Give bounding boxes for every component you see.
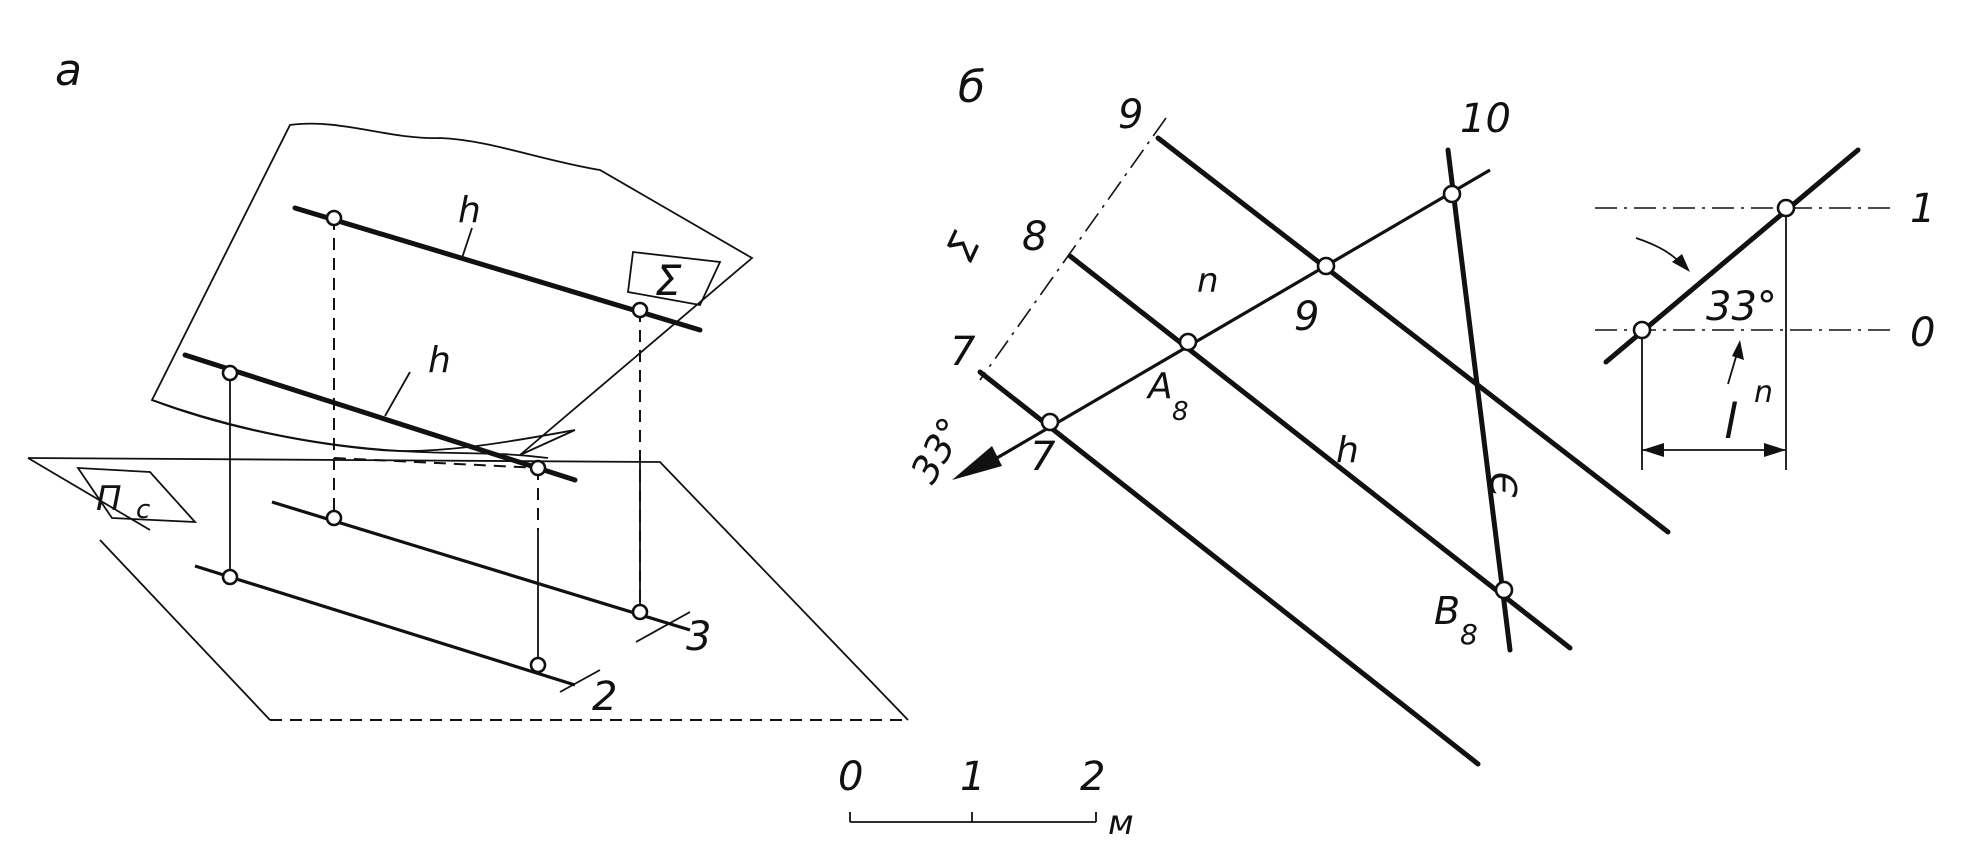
projected-line-2 <box>194 564 576 687</box>
angle-arc-arrow <box>1672 254 1690 272</box>
level-10-label: 10 <box>1460 96 1511 142</box>
point-10 <box>1442 184 1462 204</box>
point-a8 <box>1178 332 1198 352</box>
projected-line-3 <box>271 500 691 632</box>
point-a5 <box>325 509 343 527</box>
panel-b-label: б <box>958 62 985 113</box>
l-n-label: n <box>1754 375 1773 410</box>
point-a3 <box>221 364 239 382</box>
level-8-label: 8 <box>1022 214 1047 260</box>
point-b8 <box>1494 580 1514 600</box>
point-c0 <box>1632 320 1652 340</box>
level-0-label: 0 <box>1910 310 1935 356</box>
line-n <box>989 168 1491 464</box>
point-9 <box>1316 256 1336 276</box>
point-a8 <box>529 656 547 674</box>
point-a-sub: 8 <box>1172 397 1189 427</box>
level-9-label: 9 <box>1118 92 1143 138</box>
dimension-arrow-right <box>1764 443 1786 457</box>
level-line-9 <box>1155 135 1671 535</box>
point-9-label: 9 <box>1294 294 1319 340</box>
h-lower-leader <box>384 371 411 417</box>
l-leader-arrow <box>1732 340 1744 360</box>
pi-label-sub: c <box>136 495 150 525</box>
point-b-label: B <box>1434 589 1460 633</box>
angle-b-label: 33° <box>902 410 974 490</box>
h-lower-label: h <box>428 340 451 381</box>
scale-bar: 0 1 2 м <box>838 754 1134 843</box>
projection-dashed-4 <box>333 457 541 469</box>
line-n-label: n <box>1197 261 1219 301</box>
line-e-label: Э <box>1485 472 1526 498</box>
panel-b: б Σ 9 8 7 Э 10 n 33° h 9 7 A 8 B 8 <box>902 62 1671 767</box>
level-line-7 <box>977 369 1481 767</box>
point-c1 <box>1776 198 1796 218</box>
level-1-label: 1 <box>1910 186 1935 232</box>
pi-label: П <box>96 479 122 519</box>
point-b-sub: 8 <box>1460 618 1478 651</box>
point-a2 <box>631 301 649 319</box>
level-3-extension <box>635 611 691 643</box>
level-3-label: 3 <box>686 614 711 660</box>
point-a4 <box>529 459 547 477</box>
level-2-label: 2 <box>592 674 617 720</box>
sigma-label-box <box>627 251 722 307</box>
panel-c: 1 0 33° l n <box>1595 147 1935 470</box>
point-7-label: 7 <box>1030 434 1056 480</box>
scale-unit: м <box>1108 803 1134 843</box>
level-line-8 <box>1067 253 1573 651</box>
sigma-label: Σ <box>655 256 682 305</box>
h-upper-label: h <box>458 190 481 231</box>
point-a6 <box>631 603 649 621</box>
line-n-arrow <box>952 446 1002 480</box>
sigma-trace <box>979 117 1167 381</box>
point-a1 <box>325 209 343 227</box>
sigma-trace-label: Σ <box>938 225 991 268</box>
line-h-label: h <box>1336 430 1359 471</box>
level-2-extension <box>559 669 601 693</box>
point-a-label: A <box>1146 366 1173 407</box>
angle-c-label: 33° <box>1706 284 1777 330</box>
scale-label-2: 2 <box>1080 754 1105 800</box>
dimension-arrow-left <box>1642 443 1664 457</box>
level-7-label: 7 <box>950 329 976 375</box>
panel-a-label: a <box>55 45 82 96</box>
scale-label-1: 1 <box>960 754 985 800</box>
plane-pi-outline <box>27 457 909 721</box>
scale-label-0: 0 <box>838 754 863 800</box>
horizontal-h-lower <box>182 352 578 483</box>
line-e <box>1445 147 1513 653</box>
point-a7 <box>221 568 239 586</box>
h-upper-leader <box>461 227 473 259</box>
point-7 <box>1040 412 1060 432</box>
pi-label-box <box>76 467 198 524</box>
l-label: l <box>1724 394 1738 450</box>
panel-a: a Σ П c h h <box>27 45 909 721</box>
